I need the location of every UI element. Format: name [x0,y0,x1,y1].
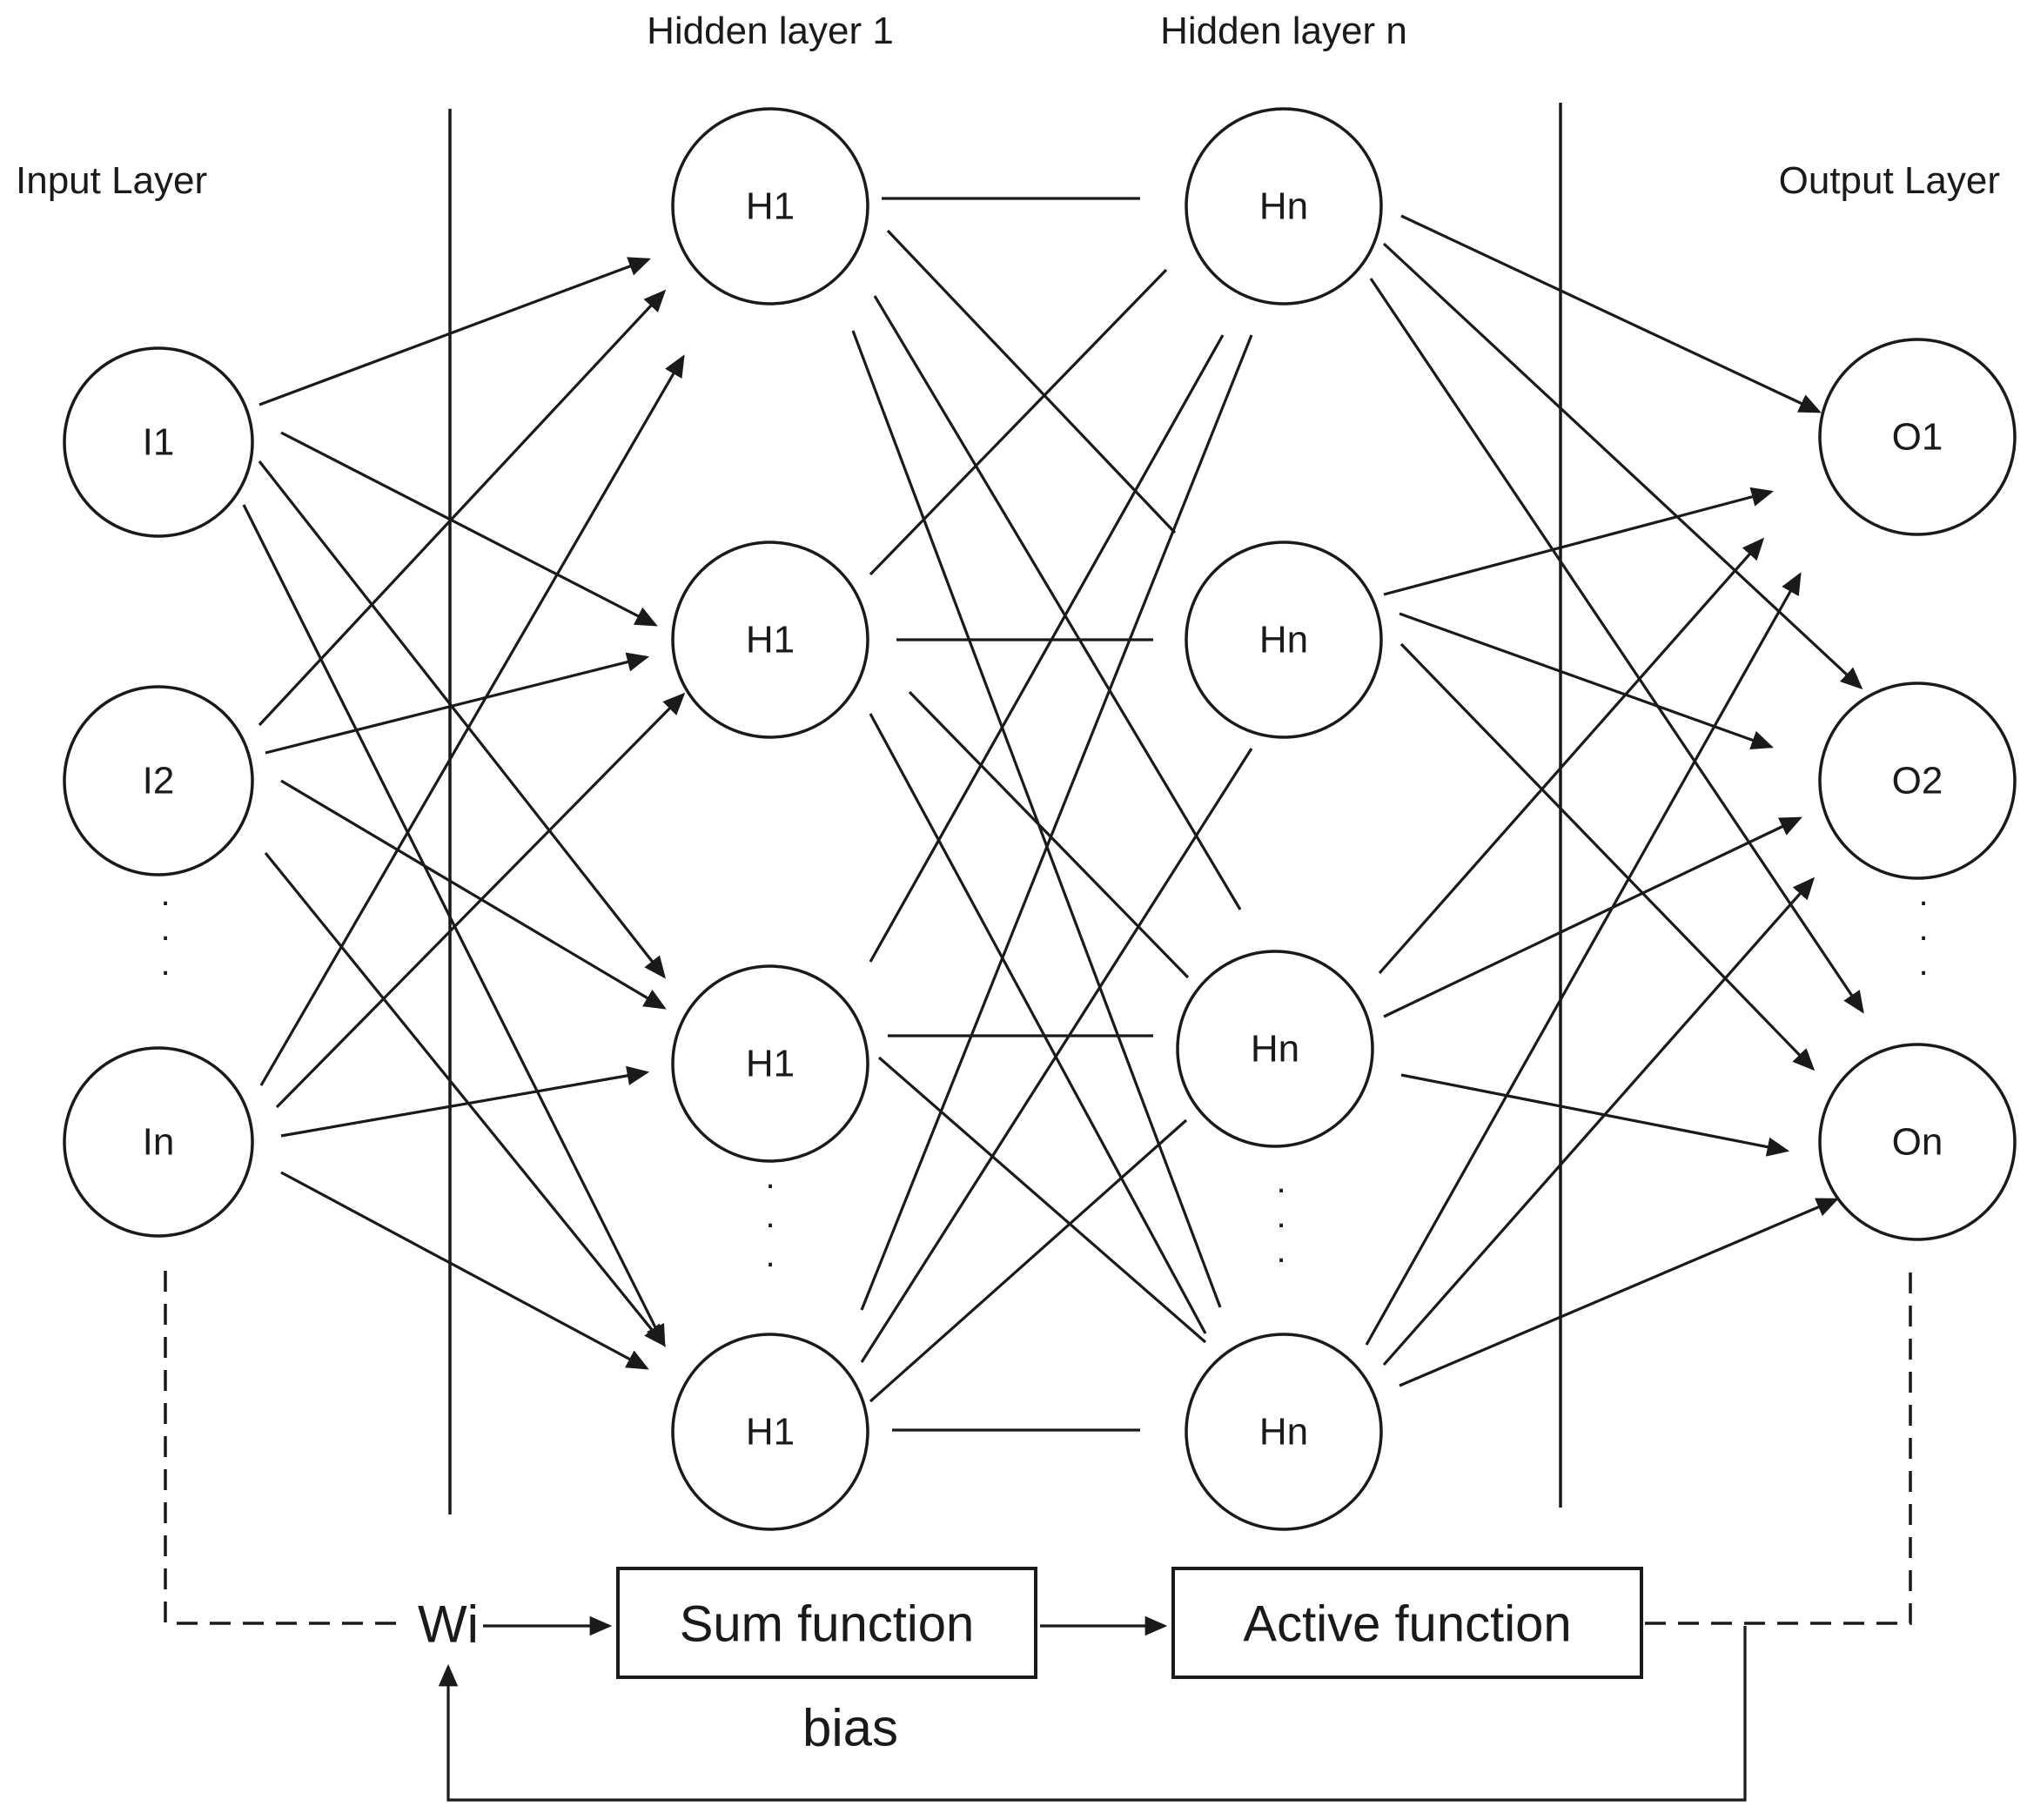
hiddenn-node-2-label: Hn [1259,619,1308,662]
hiddenn-node-1-label: Hn [1259,185,1308,228]
hidden1-node-4: H1 [671,1333,869,1531]
sum-function-box [616,1567,1037,1679]
edge-h1b-hnd [869,713,1207,1334]
input-node-n: In [63,1046,254,1238]
hidden1-node-4-label: H1 [746,1411,795,1454]
edge-hnb-on [1399,642,1816,1071]
ellipsis-dot: . [1918,875,1928,913]
ellipsis-dot: . [1276,1162,1285,1200]
output-dashed-connector [1645,1262,1912,1625]
edge-hna-o2 [1382,242,1863,690]
active-function-box [1171,1567,1643,1679]
hidden1-node-3-label: H1 [746,1043,795,1085]
input-node-1-label: I1 [143,421,175,464]
edge-i2-h1d [264,851,667,1347]
ellipsis-dot: . [160,944,170,983]
hidden-layer-1-label: Hidden layer 1 [647,10,894,52]
hiddenn-ellipsis: . . . [1276,1162,1285,1270]
active-function-label: Active function [1243,1596,1571,1653]
edge-h1c-hnc [877,1056,1207,1344]
output-layer-label: Output Layer [1779,159,2000,202]
edge-hna-on [1369,278,1864,1014]
hidden-layer-n-label: Hidden layer n [1160,10,1407,52]
edge-in-h1b [275,692,686,1109]
edge-h1d-hna [860,334,1253,1311]
edge-i2-h1c [280,779,667,1010]
ellipsis-dot: . [160,875,170,913]
hiddenn-node-3: Hn [1176,950,1374,1148]
ellipsis-dot: . [1918,910,1928,948]
output-node-2-label: O2 [1892,760,1943,803]
hidden1-node-3: H1 [671,964,869,1163]
hiddenn-node-1: Hn [1185,107,1383,306]
output-node-1-label: O1 [1892,416,1943,459]
hidden1-node-1-label: H1 [746,185,795,228]
edge-h1a-hnc [873,295,1242,910]
output-ellipsis: . . . [1918,875,1928,983]
output-node-1: O1 [1818,338,2017,536]
ellipsis-dot: . [1276,1197,1285,1235]
output-node-2: O2 [1818,682,2017,880]
edge-i2-h1b [265,652,650,755]
edge-h1a-hnb [886,229,1177,534]
input-dashed-connector [164,1271,405,1625]
edge-i1-h1c [258,460,666,979]
input-node-2: I2 [63,685,254,876]
edge-h1a-hnd [851,330,1222,1308]
hiddenn-node-3-label: Hn [1251,1028,1299,1071]
edge-hnd-o1 [1365,572,1802,1346]
input-layer-label: Input Layer [16,159,207,202]
input-node-n-label: In [143,1121,175,1164]
bias-label: bias [802,1699,898,1757]
edge-i1-h1a [258,257,651,406]
sum-function-label: Sum function [680,1596,975,1653]
input-ellipsis: . . . [160,875,170,983]
ellipsis-dot: . [1276,1232,1285,1270]
output-node-n: On [1818,1043,2017,1241]
hidden1-node-2: H1 [671,541,869,739]
edge-i1-h1b [280,431,658,627]
edge-hnd-on [1399,1198,1839,1387]
hidden1-ellipsis: . . . [765,1158,775,1274]
hiddenn-node-4: Hn [1185,1333,1383,1531]
ellipsis-dot: . [765,1197,775,1235]
edge-in-h1d [280,1171,649,1370]
edge-hnc-on [1400,1073,1790,1157]
input-node-1: I1 [63,346,254,538]
edge-i1-h1d [242,504,666,1347]
hiddenn-node-2: Hn [1185,541,1383,739]
ellipsis-dot: . [1918,944,1928,983]
edge-i2-h1a [258,289,667,727]
ellipsis-dot: . [765,1236,775,1274]
edge-hnb-o1 [1383,487,1775,596]
edge-in-h1a [259,354,685,1086]
edge-h1d-hnb [860,748,1253,1363]
edge-hnd-o2 [1382,876,1816,1367]
input-node-2-label: I2 [143,760,175,803]
edge-hna-o1 [1400,214,1822,413]
output-node-n-label: On [1892,1121,1943,1164]
edge-h1b-hnc [908,690,1190,979]
edge-h1c-hna [869,334,1225,963]
feedback-loop-arrow [438,1626,1747,1802]
weight-label: Wi [418,1595,479,1654]
ellipsis-dot: . [160,910,170,948]
edge-in-h1c [280,1065,650,1138]
edge-h1b-hna [869,268,1168,576]
hiddenn-node-4-label: Hn [1259,1411,1308,1454]
hidden1-node-1: H1 [671,107,869,306]
hidden1-node-2-label: H1 [746,619,795,662]
ellipsis-dot: . [765,1158,775,1196]
edge-hnc-o2 [1383,816,1802,1018]
connections [242,197,1864,1432]
edge-hnb-o2 [1399,612,1775,749]
edge-h1d-hnc [869,1118,1188,1403]
edge-hnc-o1 [1378,537,1765,975]
